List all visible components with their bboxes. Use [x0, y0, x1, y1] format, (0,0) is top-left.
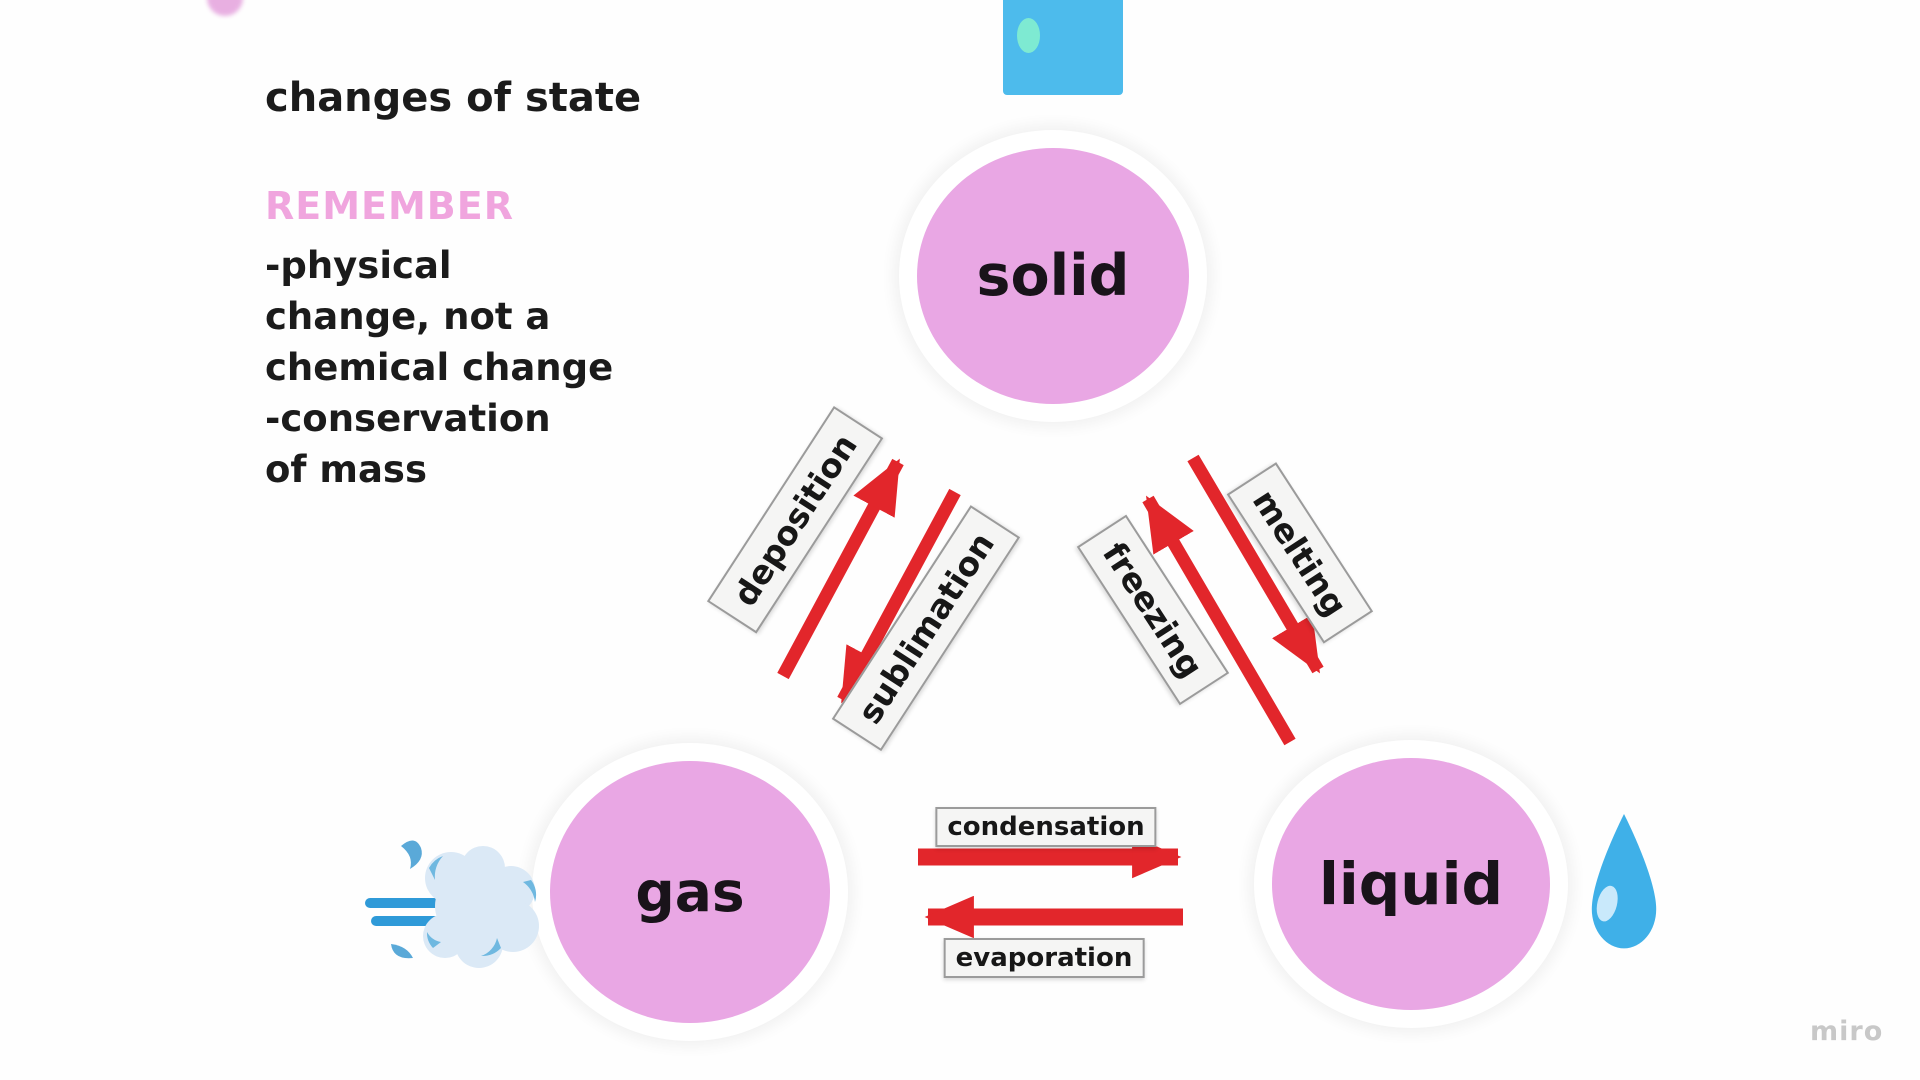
miro-watermark: miro [1810, 1016, 1884, 1047]
node-liquid: liquid [1272, 758, 1550, 1010]
node-solid-label: solid [976, 243, 1130, 309]
freezing-arrow [1142, 495, 1296, 746]
ice-cube-icon [1003, 0, 1123, 95]
pink-dot-decoration [207, 0, 243, 16]
node-gas: gas [550, 761, 830, 1023]
page-title: changes of state [265, 75, 642, 121]
sublimation-arrow [837, 488, 961, 704]
node-liquid-label: liquid [1319, 850, 1503, 918]
notes-block: changes of state REMEMBER -physical chan… [265, 72, 665, 495]
remember-heading: REMEMBER [265, 184, 514, 228]
transition-label-evaporation: evaporation [943, 938, 1145, 978]
wind-puff-icon [365, 840, 539, 968]
deposition-arrow [777, 458, 904, 680]
transition-label-condensation: condensation [935, 807, 1157, 847]
water-droplet-icon [1591, 814, 1657, 949]
ice-cube-highlight [1017, 18, 1040, 53]
notes-text: -physical change, not a chemical change … [265, 244, 614, 491]
node-gas-label: gas [635, 860, 745, 924]
node-solid: solid [917, 148, 1189, 404]
melting-arrow [1187, 454, 1324, 674]
